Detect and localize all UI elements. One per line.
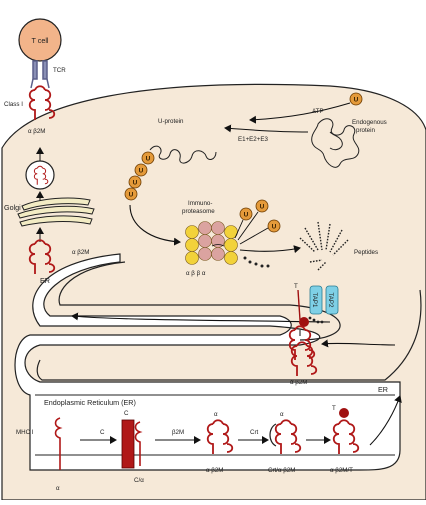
peptides-label: Peptides	[354, 249, 378, 256]
enzymes-label: E1+E2+E3	[238, 136, 268, 143]
peptides	[299, 221, 349, 271]
svg-text:U: U	[133, 180, 138, 187]
er-lumen	[14, 253, 401, 471]
golgi-apparatus	[17, 197, 95, 227]
a2m-1-label: α β2M	[206, 467, 223, 474]
tap1-label: TAP1	[311, 292, 318, 308]
transport-vesicle	[25, 160, 55, 190]
alpha-bottom-label: α	[56, 485, 60, 492]
golgi-label: Golgi	[4, 203, 21, 212]
u-protein-label: U-protein	[158, 118, 184, 125]
svg-text:U: U	[139, 168, 144, 175]
endogenous-label: Endogenous	[352, 119, 387, 126]
c-box-label: C	[124, 410, 129, 417]
ubiquitinated-protein	[149, 145, 217, 164]
svg-text:U: U	[260, 204, 265, 211]
ubiquitin-chain: U U U U	[124, 151, 155, 201]
c-alpha-label: C/α	[134, 477, 144, 484]
immuno-label: Immuno-	[188, 200, 212, 207]
c-arrow-label: C	[100, 429, 105, 436]
mid-a2m-label: α β2M	[290, 379, 307, 386]
svg-text:U: U	[244, 212, 249, 219]
protein-label: protein	[356, 127, 375, 134]
tapasin	[299, 317, 309, 327]
immunoproteasome	[185, 221, 238, 265]
class-i-a2m-label: α β2M	[28, 128, 45, 135]
crt-a2m-label: Crt/α β2M	[268, 467, 295, 474]
alpha-1-label: α	[214, 411, 218, 418]
b2m-arrow-label: β2M	[172, 429, 184, 436]
class-i-label: Class I	[4, 101, 23, 108]
calnexin	[121, 419, 135, 469]
released-ubiquitin: U U U	[234, 199, 281, 245]
atp-label: ATP	[312, 108, 324, 115]
peptide-dots	[243, 256, 270, 268]
endogenous-protein	[311, 118, 360, 168]
tcr-label: TCR	[53, 67, 66, 74]
er-title: Endoplasmic Reticulum (ER)	[44, 398, 136, 407]
t-cell-label: T cell	[31, 36, 48, 45]
tap-t-label: T	[294, 283, 298, 290]
t-cell	[18, 18, 62, 62]
a2m-t-label: α β2M/T	[330, 467, 353, 474]
svg-text:U: U	[354, 97, 359, 104]
golgi-a2m-label: α β2M	[72, 249, 89, 256]
svg-text:U: U	[272, 224, 277, 231]
tap-transporter: TAP1 TAP2	[309, 285, 339, 315]
mhc-i-label: MHC I	[16, 429, 34, 436]
er-right-label: ER	[378, 385, 388, 394]
t-bottom-label: T	[332, 405, 336, 412]
svg-text:U: U	[129, 192, 134, 199]
tap2-label: TAP2	[327, 292, 334, 308]
proteasome-label: proteasome	[182, 208, 215, 215]
alpha-3-label: α	[280, 411, 284, 418]
er-left-label: ER	[40, 276, 50, 285]
tapasin-bottom	[339, 408, 349, 418]
tcr-receptor	[30, 60, 50, 89]
svg-text:U: U	[146, 156, 151, 163]
nascent-mhc	[54, 417, 63, 470]
crt-label: Crt	[250, 429, 259, 436]
subunits-label: α β β α	[186, 270, 206, 277]
